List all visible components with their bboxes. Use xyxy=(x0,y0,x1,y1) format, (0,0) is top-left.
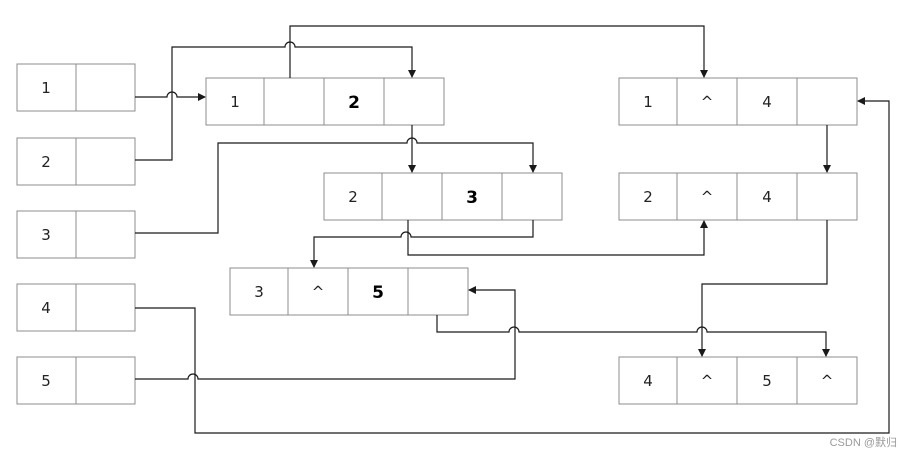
list-node-3-5: 3 ^ 5 xyxy=(229,267,469,316)
head-node-4: 4 xyxy=(16,283,136,332)
wire-head4-to-node14 xyxy=(135,97,890,434)
list-node-4-5-field-1: 4 xyxy=(643,372,653,390)
list-node-4-5-field-3: 5 xyxy=(762,372,772,390)
list-node-1-2-field-1: 1 xyxy=(230,93,240,111)
wire-node23-to-node35 xyxy=(310,220,534,268)
list-node-2-3-field-3: 3 xyxy=(466,188,478,208)
list-node-1-4-field-3: 4 xyxy=(762,93,772,111)
wire-node12-to-node14-col xyxy=(289,25,708,78)
list-node-3-5-field-3: 5 xyxy=(372,283,384,303)
list-node-1-4-field-1: 1 xyxy=(643,93,653,111)
list-node-1-4-field-2: ^ xyxy=(701,93,714,111)
head-node-1: 1 xyxy=(16,63,136,112)
list-node-1-2-field-3: 2 xyxy=(348,93,360,113)
list-node-2-3: 2 3 xyxy=(323,172,563,221)
wire-node24-to-node45 xyxy=(698,220,828,357)
head-node-5-label: 5 xyxy=(41,372,51,390)
wire-head2-to-node12-col xyxy=(135,41,416,161)
list-node-2-4-field-1: 2 xyxy=(643,188,653,206)
wire-node23-to-node24-col xyxy=(407,220,708,256)
head-node-4-label: 4 xyxy=(41,299,51,317)
list-node-4-5-field-4: ^ xyxy=(821,372,834,390)
head-node-2-label: 2 xyxy=(41,153,51,171)
list-node-3-5-field-2: ^ xyxy=(312,283,325,301)
list-node-1-4: 1 ^ 4 xyxy=(618,77,858,126)
head-node-5: 5 xyxy=(16,356,136,405)
list-node-2-3-field-1: 2 xyxy=(348,188,358,206)
list-node-4-5: 4 ^ 5 ^ xyxy=(618,356,858,405)
list-node-3-5-field-1: 3 xyxy=(254,283,264,301)
list-node-1-2: 1 2 xyxy=(205,77,445,126)
list-node-4-5-field-2: ^ xyxy=(701,372,714,390)
list-node-2-4-field-2: ^ xyxy=(701,188,714,206)
head-node-3-label: 3 xyxy=(41,226,51,244)
head-node-1-label: 1 xyxy=(41,79,51,97)
wire-head3-to-node23 xyxy=(135,137,537,234)
wire-node35-to-node45-col xyxy=(436,315,830,357)
watermark: CSDN @默归 xyxy=(830,435,897,449)
head-node-2: 2 xyxy=(16,137,136,186)
list-node-2-4-field-3: 4 xyxy=(762,188,772,206)
list-node-2-4: 2 ^ 4 xyxy=(618,172,858,221)
wire-head1-to-node12 xyxy=(135,91,206,101)
head-node-3: 3 xyxy=(16,210,136,259)
